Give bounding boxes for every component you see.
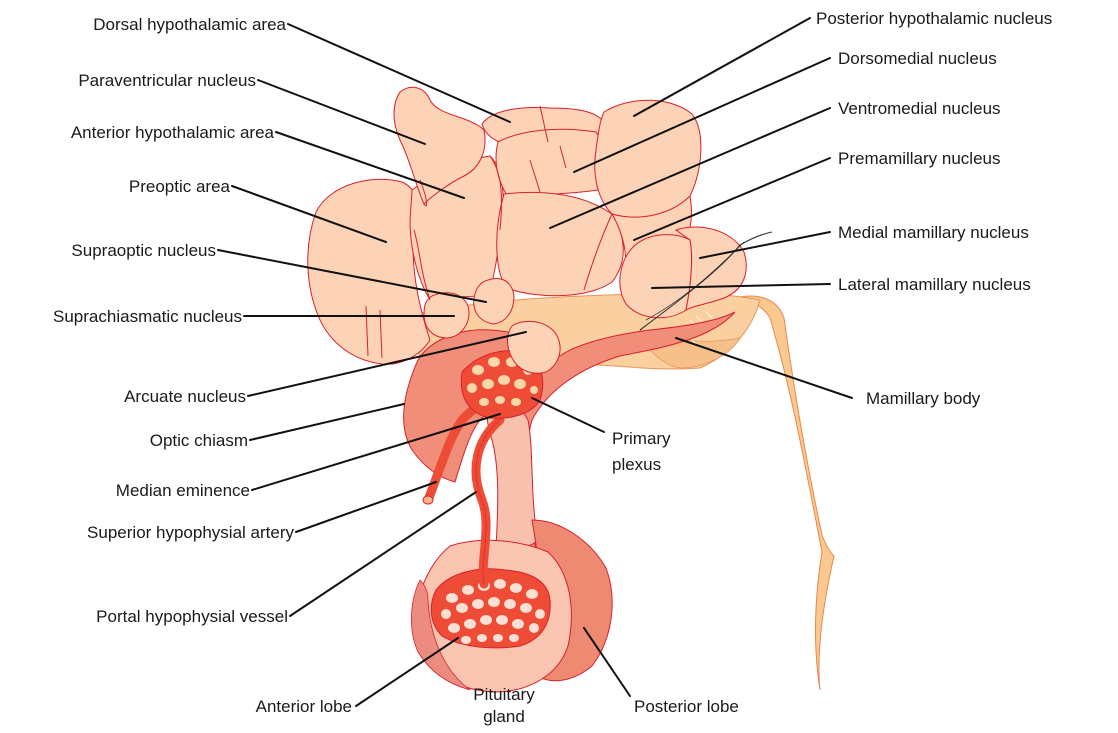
label-dorsal-hypothalamic-area: Dorsal hypothalamic area xyxy=(93,15,286,34)
label-mamillary-body: Mamillary body xyxy=(866,389,981,408)
label-primary-plexus-line1: Primary xyxy=(612,429,671,448)
label-paraventricular-nucleus: Paraventricular nucleus xyxy=(78,71,256,90)
label-lateral-mamillary-nucleus: Lateral mamillary nucleus xyxy=(838,275,1031,294)
label-portal-hypophysial-vessel: Portal hypophysial vessel xyxy=(96,607,288,626)
label-supraoptic-nucleus: Supraoptic nucleus xyxy=(71,241,216,260)
label-optic-chiasm: Optic chiasm xyxy=(150,431,248,450)
label-pituitary-gland-line1: Pituitary xyxy=(473,685,535,704)
label-anterior-hypothalamic-area: Anterior hypothalamic area xyxy=(71,123,275,142)
label-posterior-lobe: Posterior lobe xyxy=(634,697,739,716)
label-arcuate-nucleus: Arcuate nucleus xyxy=(124,387,246,406)
label-preoptic-area: Preoptic area xyxy=(129,177,231,196)
anatomy-illustration xyxy=(308,87,834,692)
label-premamillary-nucleus: Premamillary nucleus xyxy=(838,149,1001,168)
mamillary-tract xyxy=(735,296,834,690)
label-dorsomedial-nucleus: Dorsomedial nucleus xyxy=(838,49,997,68)
secondary-plexus xyxy=(431,569,550,648)
label-superior-hypophysial-artery: Superior hypophysial artery xyxy=(87,523,294,542)
label-median-eminence: Median eminence xyxy=(116,481,250,500)
label-medial-mamillary-nucleus: Medial mamillary nucleus xyxy=(838,223,1029,242)
label-posterior-hypothalamic-nucleus: Posterior hypothalamic nucleus xyxy=(816,9,1052,28)
posterior-hypothalamic-nucleus-shape xyxy=(595,100,701,217)
label-primary-plexus-line2: plexus xyxy=(612,455,661,474)
dorsomedial-nucleus-shape xyxy=(496,129,603,195)
label-ventromedial-nucleus: Ventromedial nucleus xyxy=(838,99,1001,118)
label-pituitary-gland-line2: gland xyxy=(483,707,525,726)
ventromedial-nucleus-shape xyxy=(497,192,624,295)
label-anterior-lobe: Anterior lobe xyxy=(256,697,352,716)
label-suprachiasmatic-nucleus: Suprachiasmatic nucleus xyxy=(53,307,242,326)
